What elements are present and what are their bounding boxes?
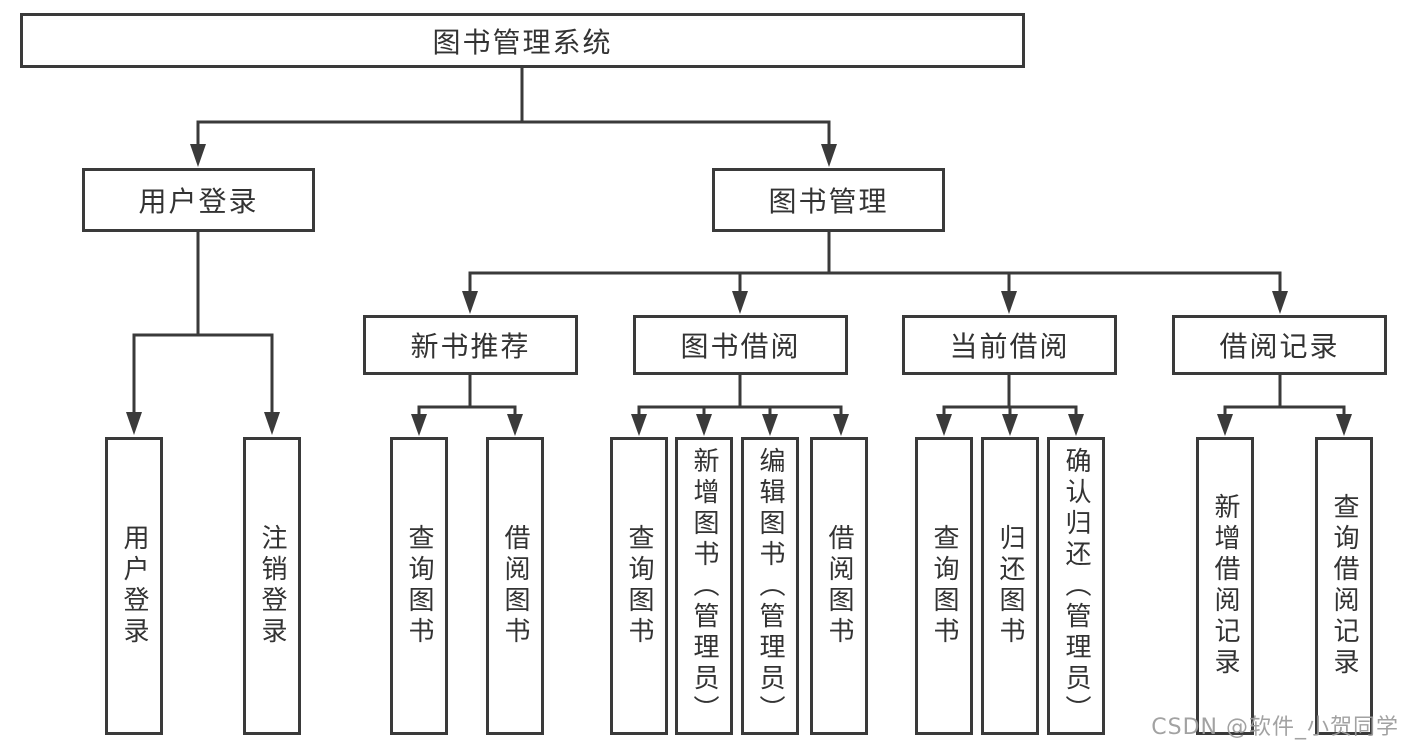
- node-leaf-nb-borrow-books: 借阅图书: [486, 437, 544, 735]
- node-borrowing-records: 借阅记录: [1172, 315, 1387, 375]
- connector-root-to-level2: [190, 68, 837, 167]
- connector-new-book-children: [411, 375, 523, 436]
- node-leaf-bb-edit-books-admin: 编辑图书（管理员）: [741, 437, 799, 735]
- node-label: 新增图书（管理员）: [689, 446, 719, 726]
- node-leaf-nb-query-books: 查询图书: [390, 437, 448, 735]
- node-label: 当前借阅: [949, 330, 1070, 363]
- node-label: 注销登录: [257, 524, 287, 648]
- connector-user-login-children: [126, 232, 280, 435]
- node-leaf-bb-borrow-books: 借阅图书: [810, 437, 868, 735]
- csdn-watermark: CSDN @软件_小贺同学: [1151, 715, 1399, 740]
- connector-book-mgmt-children: [462, 232, 1288, 314]
- node-label: 用户登录: [138, 185, 259, 218]
- node-leaf-logout: 注销登录: [243, 437, 301, 735]
- node-label: 图书借阅: [680, 330, 801, 363]
- node-current-borrowing: 当前借阅: [902, 315, 1117, 375]
- node-label: 确认归还（管理员）: [1061, 446, 1091, 726]
- node-leaf-cb-query-books: 查询图书: [915, 437, 973, 735]
- node-label: 归还图书: [995, 524, 1025, 648]
- node-leaf-cb-return-books: 归还图书: [981, 437, 1039, 735]
- node-book-borrowing: 图书借阅: [633, 315, 848, 375]
- connector-book-borrow-children: [631, 375, 849, 436]
- node-label: 查询图书: [929, 524, 959, 648]
- node-label: 新增借阅记录: [1210, 493, 1240, 679]
- node-label: 查询图书: [624, 524, 654, 648]
- node-label: 新书推荐: [410, 330, 531, 363]
- node-new-book-recommend: 新书推荐: [363, 315, 578, 375]
- node-user-login-module: 用户登录: [82, 168, 315, 232]
- node-book-management-module: 图书管理: [712, 168, 945, 232]
- connector-current-borrow-children: [936, 375, 1084, 436]
- node-label: 借阅记录: [1219, 330, 1340, 363]
- node-leaf-br-add-record: 新增借阅记录: [1196, 437, 1254, 735]
- node-label: 借阅图书: [500, 524, 530, 648]
- node-label: 查询图书: [404, 524, 434, 648]
- node-label: 图书管理: [768, 185, 889, 218]
- node-leaf-cb-confirm-return-admin: 确认归还（管理员）: [1047, 437, 1105, 735]
- node-leaf-br-query-record: 查询借阅记录: [1315, 437, 1373, 735]
- node-leaf-bb-query-books: 查询图书: [610, 437, 668, 735]
- node-label: 用户登录: [119, 524, 149, 648]
- node-label: 编辑图书（管理员）: [755, 446, 785, 726]
- node-label: 查询借阅记录: [1329, 493, 1359, 679]
- node-root-label: 图书管理系统: [432, 25, 613, 59]
- node-root-system: 图书管理系统: [20, 13, 1025, 68]
- node-leaf-user-login: 用户登录: [105, 437, 163, 735]
- node-label: 借阅图书: [824, 524, 854, 648]
- connector-borrow-record-children: [1217, 375, 1352, 436]
- node-leaf-bb-add-books-admin: 新增图书（管理员）: [675, 437, 733, 735]
